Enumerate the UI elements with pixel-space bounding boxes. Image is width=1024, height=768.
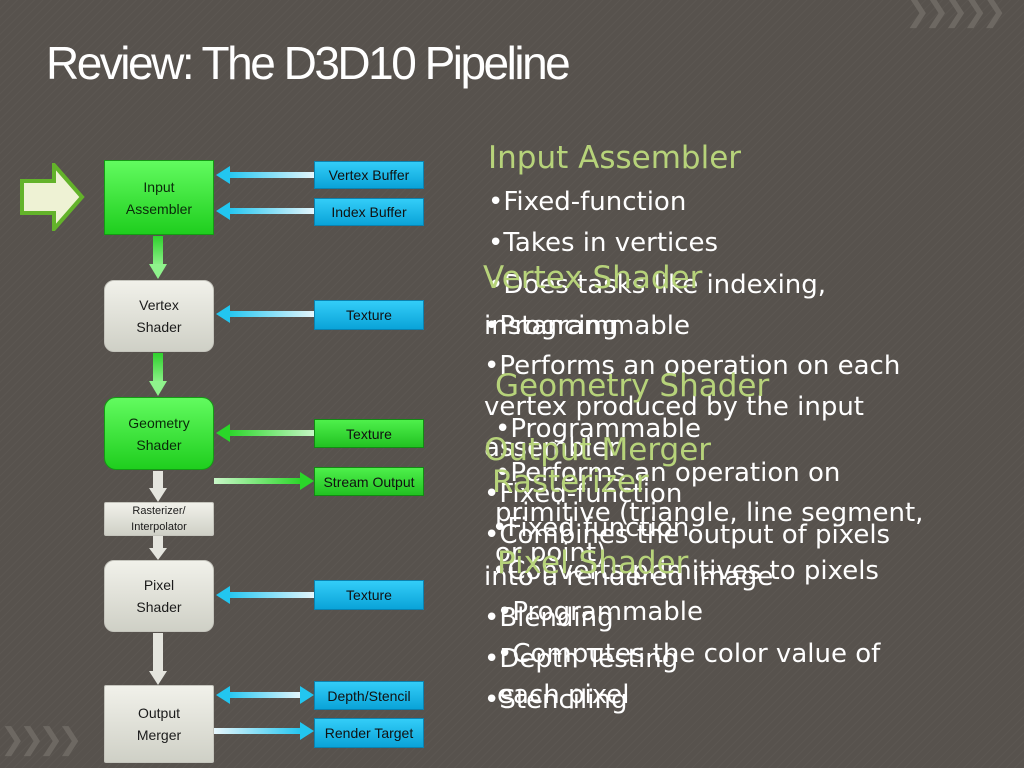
heading-input-assembler: Input Assembler <box>488 140 742 176</box>
note-line: •Fixed-function <box>488 187 687 217</box>
slide-title: Review: The D3D10 Pipeline <box>46 37 571 89</box>
link-vs-texture <box>216 305 316 323</box>
resource-ps-texture: Texture <box>314 580 424 610</box>
flow-arrow-gs-rast <box>149 471 167 502</box>
note-line: •Programmable <box>495 414 702 444</box>
link-depth-stencil <box>216 686 314 704</box>
heading-output-merger: Output Merger <box>484 432 712 468</box>
note-line: •Programmable <box>497 597 704 627</box>
note-line: •Combines the output of pixels <box>484 520 891 550</box>
note-line: •Converts primitives to pixels <box>492 556 879 586</box>
heading-geometry-shader: Geometry Shader <box>495 368 770 404</box>
resource-stream-output: Stream Output <box>314 467 424 496</box>
note-line: •Stenciling <box>484 685 628 715</box>
note-line: •Depth Testing <box>484 644 679 674</box>
stage-output-merger: Output Merger <box>104 685 214 763</box>
resource-depth-stencil: Depth/Stencil <box>314 681 424 710</box>
flow-arrow-ia-vs <box>149 236 167 279</box>
stage-rasterizer: Rasterizer/ Interpolator <box>104 502 214 536</box>
flow-arrow-ps-om <box>149 633 167 685</box>
resource-vertex-buffer: Vertex Buffer <box>314 161 424 189</box>
stage-vertex-shader: Vertex Shader <box>104 280 214 352</box>
chevron-decoration-bottom: ❯❯❯❯ <box>0 722 83 757</box>
link-ps-texture <box>216 586 316 604</box>
resource-gs-texture: Texture <box>314 419 424 448</box>
flow-arrow-rast-ps <box>149 536 167 560</box>
note-line: •Fixed function <box>492 513 690 543</box>
resource-render-target: Render Target <box>314 718 424 748</box>
note-line: into a rendered image <box>484 562 774 592</box>
flow-arrow-vs-gs <box>149 353 167 396</box>
note-line: •Fixed-function <box>484 479 683 509</box>
stage-geometry-shader: Geometry Shader <box>104 397 214 470</box>
stage-input-assembler: Input Assembler <box>104 160 214 235</box>
link-index-buffer <box>216 202 316 220</box>
note-line: instancing <box>484 311 619 341</box>
link-gs-texture <box>216 424 316 442</box>
note-line: •Performs an operation on each <box>484 351 901 381</box>
heading-pixel-shader: Pixel Shader <box>497 545 689 581</box>
link-stream-output <box>214 472 314 490</box>
note-line: •Computes the color value of <box>497 639 881 669</box>
note-line: each pixel <box>497 680 630 710</box>
heading-rasterizer: Rasterizer <box>492 464 649 500</box>
stage-pixel-shader: Pixel Shader <box>104 560 214 632</box>
note-line: primitive (triangle, line segment, <box>495 498 924 528</box>
note-line: •Blending <box>484 603 614 633</box>
note-line: •Takes in vertices <box>488 228 719 258</box>
heading-vertex-shader: Vertex Shader <box>483 260 703 296</box>
note-line: or point) <box>495 538 607 568</box>
resource-index-buffer: Index Buffer <box>314 198 424 226</box>
note-line: •Does tasks like indexing, <box>488 270 827 300</box>
chevron-decoration-top: ❯❯❯❯❯ <box>905 0 1007 29</box>
resource-vs-texture: Texture <box>314 300 424 330</box>
note-line: assembler <box>484 433 619 463</box>
link-render-target <box>214 722 314 740</box>
note-line: •Performs an operation on <box>495 458 841 488</box>
note-line: •Programmable <box>484 311 691 341</box>
entry-arrow-icon <box>20 163 85 231</box>
link-vertex-buffer <box>216 166 316 184</box>
note-line: vertex produced by the input <box>484 392 864 422</box>
